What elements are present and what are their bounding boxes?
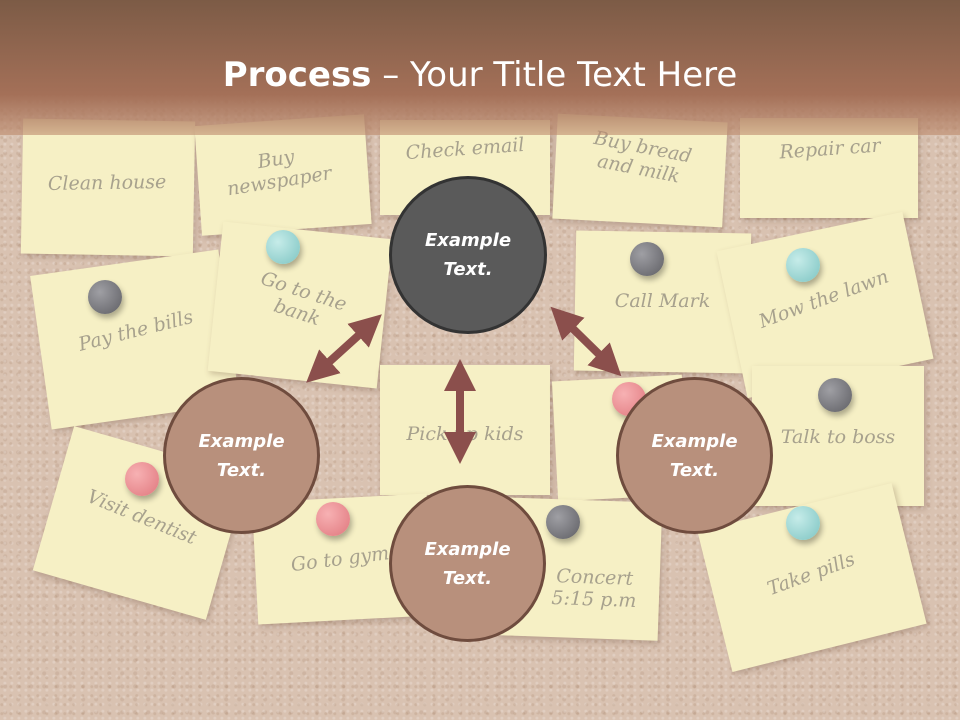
pushpin-icon: [125, 462, 159, 496]
process-circle-top: Example Text.: [389, 176, 547, 334]
page-title: Process – Your Title Text Here: [0, 55, 960, 95]
pushpin-icon: [818, 378, 852, 412]
title-bar: Process – Your Title Text Here: [0, 0, 960, 135]
process-text-top: Example Text.: [424, 230, 512, 280]
process-circle-right: Example Text.: [616, 377, 773, 534]
arrow-top-left: [306, 314, 382, 383]
pushpin-icon: [316, 502, 350, 536]
process-text-bottom: Example Text.: [424, 538, 511, 589]
title-rest: – Your Title Text Here: [371, 55, 738, 95]
process-text-left: Example Text.: [198, 430, 285, 481]
process-circle-bottom: Example Text.: [389, 485, 546, 642]
pushpin-icon: [88, 280, 122, 314]
pushpin-icon: [546, 505, 580, 539]
process-circle-left: Example Text.: [163, 377, 320, 534]
note-text: Talk to boss: [780, 426, 896, 448]
pushpin-icon: [786, 506, 820, 540]
arrow-top-right: [550, 306, 622, 377]
process-text-right: Example Text.: [651, 430, 738, 481]
title-bold: Process: [222, 55, 372, 95]
pushpin-icon: [630, 242, 664, 276]
pushpin-icon: [266, 230, 300, 264]
pushpin-icon: [786, 248, 820, 282]
